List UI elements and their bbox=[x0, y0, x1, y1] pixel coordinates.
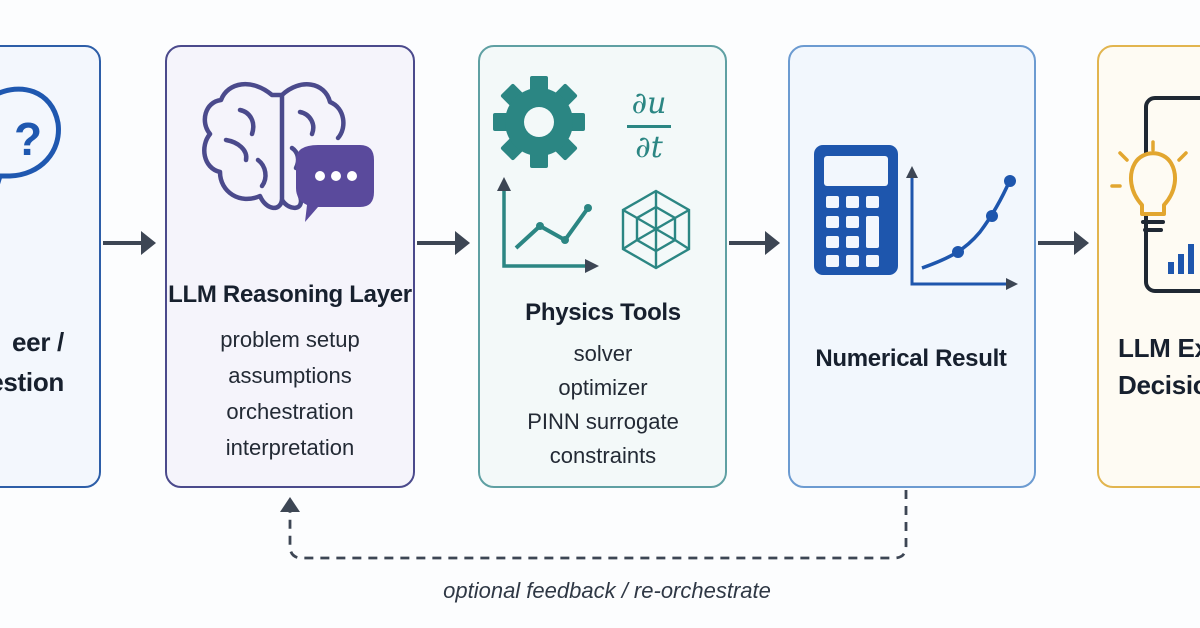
gear-icon bbox=[493, 76, 585, 168]
formula-numerator: ∂u bbox=[631, 86, 667, 121]
formula-denominator: ∂t bbox=[635, 130, 663, 165]
brain-icon bbox=[202, 81, 346, 210]
feedback-loop-arrow bbox=[280, 490, 908, 560]
llm-item-assumptions: assumptions bbox=[228, 363, 352, 388]
line-chart-icon bbox=[497, 177, 599, 273]
explanation-title-line-2: Decisio bbox=[1118, 370, 1200, 400]
arrow-physics-to-result bbox=[729, 231, 780, 255]
calculator-icon bbox=[814, 145, 898, 275]
formula-fraction-bar bbox=[627, 125, 671, 128]
flow-arrows bbox=[103, 231, 1089, 255]
question-title-line-1: eer / bbox=[12, 327, 64, 357]
arrow-llm-to-physics bbox=[417, 231, 470, 255]
result-curve-chart-icon bbox=[906, 166, 1018, 290]
question-title-line-2: estion bbox=[0, 367, 64, 397]
explanation-title-line-1: LLM Exp bbox=[1118, 333, 1200, 363]
chat-bubble-icon bbox=[296, 145, 374, 222]
numerical-result-title: Numerical Result bbox=[815, 345, 1007, 372]
question-speech-icon: ? bbox=[0, 86, 61, 185]
lightbulb-report-icon bbox=[1110, 96, 1200, 293]
physics-tools-title: Physics Tools bbox=[525, 299, 681, 326]
arrow-result-to-explanation bbox=[1038, 231, 1089, 255]
llm-item-problem-setup: problem setup bbox=[220, 327, 360, 352]
feedback-label: optional feedback / re-orchestrate bbox=[443, 578, 771, 603]
question-box bbox=[0, 45, 101, 488]
physics-item-pinn-surrogate: PINN surrogate bbox=[527, 409, 679, 434]
llm-reasoning-title: LLM Reasoning Layer bbox=[168, 281, 412, 308]
physics-item-optimizer: optimizer bbox=[558, 375, 648, 400]
svg-text:?: ? bbox=[14, 113, 42, 165]
llm-item-orchestration: orchestration bbox=[226, 399, 354, 424]
physics-item-constraints: constraints bbox=[549, 443, 657, 468]
llm-item-interpretation: interpretation bbox=[225, 435, 355, 460]
mesh-cube-icon bbox=[621, 189, 691, 270]
arrow-question-to-llm bbox=[103, 231, 156, 255]
physics-item-solver: solver bbox=[573, 341, 633, 366]
